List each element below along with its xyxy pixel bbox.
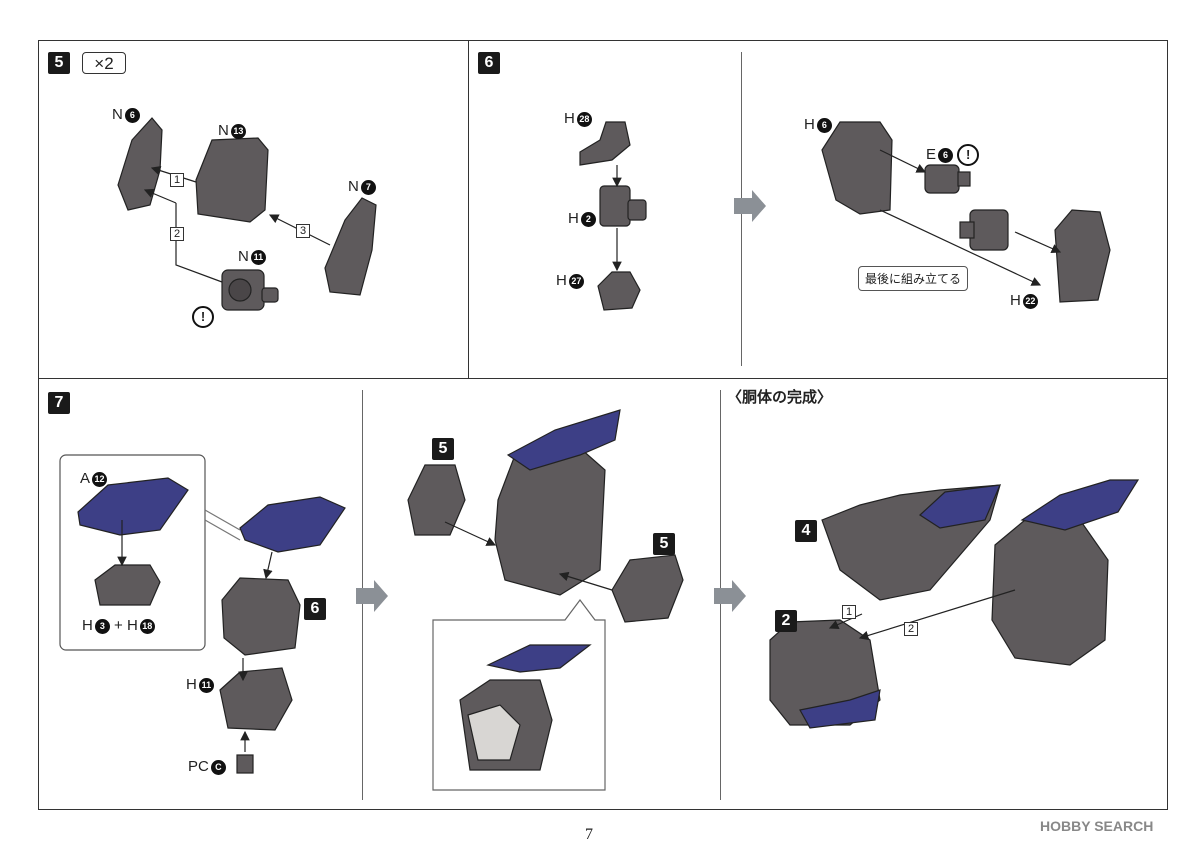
label-h28-letter: H (564, 110, 575, 127)
label-h3-letter: H (82, 617, 93, 634)
part-n13 (195, 137, 269, 223)
part-n6 (117, 117, 163, 211)
page-frame (38, 40, 1168, 810)
label-h11-num: 11 (198, 677, 214, 693)
part-h27 (597, 271, 641, 311)
order-1-step7: 1 (842, 605, 857, 619)
label-e6-num: 6 (938, 147, 954, 163)
assemble-last-callout: 最後に組み立てる (858, 266, 969, 291)
label-n7-letter: N (348, 178, 359, 195)
process-arrow-7b (714, 580, 746, 612)
label-n7-num: 7 (360, 179, 376, 195)
label-h2-num: 2 (580, 211, 596, 227)
label-h22-num: 22 (1022, 293, 1038, 309)
hobby-search-logo: HOBBY SEARCH (1040, 818, 1154, 834)
detail-blue-part (486, 644, 592, 673)
part-h22 (1054, 209, 1111, 303)
part-n7 (324, 197, 377, 296)
label-n11-letter: N (238, 248, 249, 265)
order-1-step5: 1 (170, 173, 185, 187)
part-5-right (611, 554, 684, 623)
part-body-main (494, 447, 606, 596)
step-divider-5-6 (468, 40, 469, 378)
label-a12-num: 12 (92, 471, 108, 487)
label-plus: + (114, 617, 123, 634)
ref-4: 4 (795, 520, 817, 542)
caution-mark-step6: ! (957, 144, 980, 166)
label-h11-letter: H (186, 676, 197, 693)
label-h3-num: 3 (94, 618, 110, 634)
step-7-number: 7 (48, 392, 70, 414)
part-h11 (219, 667, 293, 731)
part-e6 (924, 164, 960, 194)
label-n13-letter: N (218, 122, 229, 139)
label-h6-num: 6 (816, 117, 832, 133)
ref-5-left: 5 (432, 438, 454, 460)
label-h27-letter: H (556, 272, 567, 289)
part-h28 (579, 121, 631, 166)
order-2-step5: 2 (170, 227, 185, 241)
process-arrow-6 (734, 190, 766, 222)
step-5-number: 5 (48, 52, 70, 74)
part-h3-h18 (94, 564, 161, 606)
row-divider (38, 378, 1168, 379)
step-6-number: 6 (478, 52, 500, 74)
part-blue-top (506, 409, 621, 471)
caution-mark-step5: ! (192, 306, 214, 328)
caution-icon: ! (192, 306, 214, 328)
label-n11-num: 11 (250, 249, 266, 265)
label-h18-letter: H (126, 617, 138, 634)
label-n6-num: 6 (124, 107, 140, 123)
ref-5-right: 5 (653, 533, 675, 555)
order-2-step7: 2 (904, 622, 919, 636)
part-a12 (77, 477, 189, 536)
label-h18-num: 18 (139, 618, 155, 634)
page-number: 7 (585, 826, 593, 843)
label-a12-letter: A (80, 470, 91, 487)
completion-title: 〈胴体の完成〉 (727, 389, 833, 406)
label-n6-letter: N (112, 106, 123, 123)
order-3-step5: 3 (296, 224, 311, 238)
part-a12-small (239, 496, 346, 553)
ref-2: 2 (775, 610, 797, 632)
step-5-multiplier: ×2 (82, 52, 126, 74)
part-body-final (991, 519, 1109, 666)
part-h6-step6 (821, 121, 893, 215)
label-h2-letter: H (568, 210, 579, 227)
label-pc-letter: PC (188, 758, 209, 775)
label-e6-letter: E (926, 146, 937, 163)
process-arrow-7a (356, 580, 388, 612)
part-6-assembly (221, 577, 301, 656)
label-h6-letter: H (804, 116, 815, 133)
label-n13-num: 13 (230, 123, 246, 139)
label-pc-num: C (210, 759, 226, 775)
part-pc-c (236, 754, 254, 774)
part-h2 (599, 185, 631, 227)
part-5-left (407, 464, 466, 536)
label-h22-letter: H (1010, 292, 1021, 309)
ref-6-step7: 6 (304, 598, 326, 620)
label-h28-num: 28 (576, 111, 592, 127)
label-h27-num: 27 (568, 273, 584, 289)
